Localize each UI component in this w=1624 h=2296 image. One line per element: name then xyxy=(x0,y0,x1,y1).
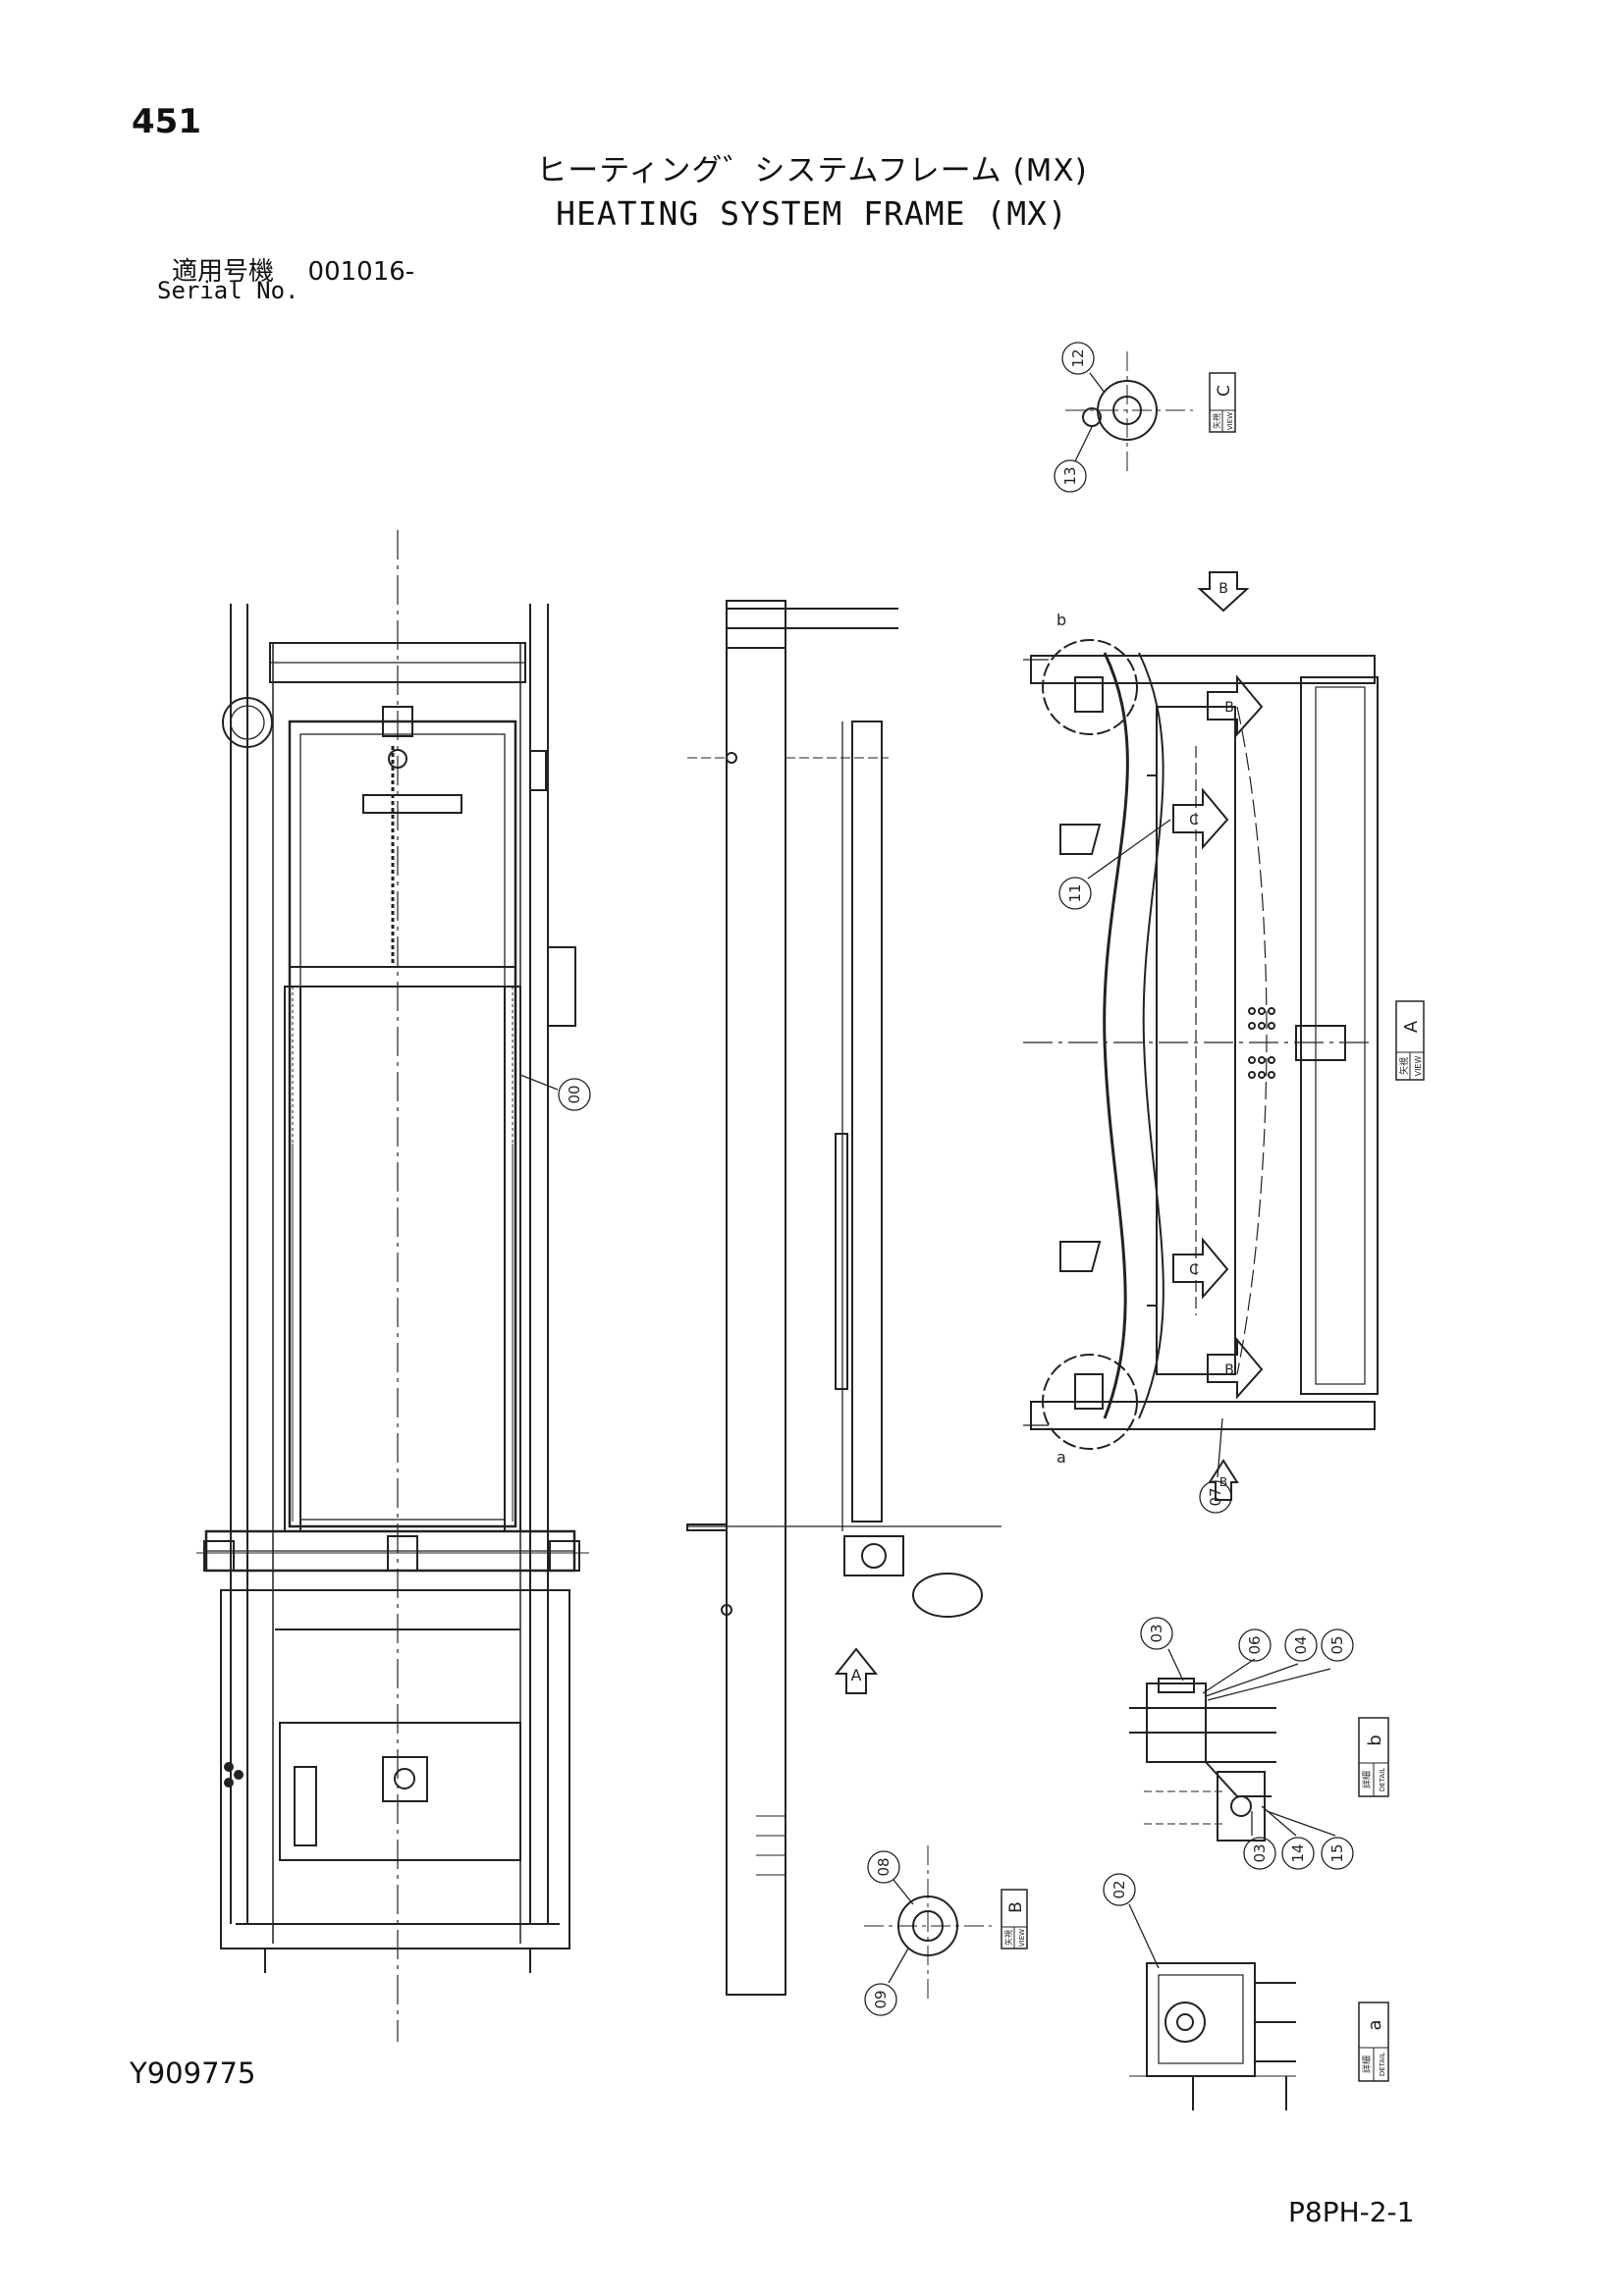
view-c-letter: C xyxy=(1215,385,1234,397)
view-c-detail xyxy=(1065,351,1193,476)
title-japanese: ヒーティング゛システムフレーム (MX) xyxy=(536,153,1088,188)
callout-04-label: 04 xyxy=(1292,1635,1310,1654)
callout-13-label: 13 xyxy=(1061,466,1079,485)
callout-03-bottom: 03 xyxy=(1243,1837,1276,1870)
callout-05: 05 xyxy=(1321,1629,1354,1662)
view-label-c: 矢視 VIEW C xyxy=(1209,372,1236,433)
detail-label-a: 詳細 DETAIL a xyxy=(1358,2002,1389,2082)
view-a-arrows: B B C C B B b a xyxy=(1056,571,1264,1501)
view-c-en: VIEW xyxy=(1226,412,1234,430)
callout-02: 02 xyxy=(1103,1873,1136,1906)
arrow-b-upper-label: B xyxy=(1224,700,1234,716)
view-label-a: 矢視 VIEW A xyxy=(1395,1000,1425,1081)
callout-00-label: 00 xyxy=(566,1085,583,1103)
callout-03-top-label: 03 xyxy=(1148,1624,1165,1642)
page-number: 451 xyxy=(132,102,201,141)
sheet-code: P8PH-2-1 xyxy=(1288,2196,1415,2228)
view-a-jp: 矢視 xyxy=(1398,1057,1410,1075)
callout-11: 11 xyxy=(1058,877,1092,910)
callout-13: 13 xyxy=(1054,459,1087,493)
detail-b-letter: b xyxy=(1365,1735,1385,1745)
view-arrow-a: A xyxy=(834,1647,879,1694)
serial-label-english: Serial No. xyxy=(157,277,299,304)
callout-08: 08 xyxy=(867,1850,900,1884)
callout-02-label: 02 xyxy=(1110,1880,1128,1898)
view-a-front xyxy=(1023,639,1379,1478)
detail-a xyxy=(1128,1903,1296,2110)
callout-08-label: 08 xyxy=(875,1857,893,1876)
frame-side-view xyxy=(686,600,1001,1996)
serial-label-jp-text: 適用号機 xyxy=(172,257,275,287)
arrow-c-lower-label: C xyxy=(1189,1262,1199,1278)
detail-b xyxy=(1129,1648,1336,1842)
callout-04: 04 xyxy=(1284,1629,1318,1662)
view-b-detail xyxy=(864,1845,992,2002)
callout-00: 00 xyxy=(558,1078,591,1111)
callout-09-label: 09 xyxy=(872,1990,890,2008)
view-b-en: VIEW xyxy=(1018,1929,1026,1947)
callout-09: 09 xyxy=(864,1983,897,2016)
arrow-b-lower-label: B xyxy=(1224,1362,1234,1378)
dot-pattern xyxy=(1248,1007,1275,1079)
view-b-jp: 矢視 xyxy=(1003,1930,1013,1946)
callout-07: 07 xyxy=(1199,1480,1232,1514)
drawing-number: Y909775 xyxy=(130,2056,256,2090)
callout-11-label: 11 xyxy=(1066,883,1084,902)
callout-06: 06 xyxy=(1238,1629,1272,1662)
callout-03-top: 03 xyxy=(1140,1617,1173,1650)
callout-07-label: 07 xyxy=(1207,1487,1224,1506)
callout-05-label: 05 xyxy=(1328,1635,1346,1654)
detail-b-arrow-label: b xyxy=(1056,611,1066,629)
callout-14: 14 xyxy=(1281,1837,1315,1870)
view-arrow-a-label: A xyxy=(851,1666,862,1684)
view-a-en: VIEW xyxy=(1414,1056,1423,1077)
callout-14-label: 14 xyxy=(1289,1843,1307,1862)
view-c-jp: 矢視 xyxy=(1212,413,1221,429)
frame-top-view xyxy=(196,530,589,2042)
title-english: HEATING SYSTEM FRAME (MX) xyxy=(556,194,1068,233)
serial-value: 001016- xyxy=(307,257,415,287)
detail-a-arrow-label: a xyxy=(1056,1448,1066,1467)
callout-12: 12 xyxy=(1061,342,1095,375)
detail-a-letter: a xyxy=(1365,2019,1385,2030)
arrow-b-top-label: B xyxy=(1218,581,1228,597)
callout-15: 15 xyxy=(1321,1837,1354,1870)
view-b-letter: B xyxy=(1006,1901,1026,1913)
callout-15-label: 15 xyxy=(1328,1843,1346,1862)
detail-b-en: DETAIL xyxy=(1379,1768,1386,1791)
callout-06-label: 06 xyxy=(1246,1635,1264,1654)
detail-a-jp: 詳細 xyxy=(1361,2056,1373,2073)
arrow-c-upper-label: C xyxy=(1189,813,1199,828)
detail-a-en: DETAIL xyxy=(1379,2053,1386,2076)
callout-balloons: 00 02 03 06 04 05 03 14 15 07 08 09 11 1… xyxy=(558,342,1354,2016)
callout-03-bottom-label: 03 xyxy=(1251,1843,1269,1862)
callout-12-label: 12 xyxy=(1069,348,1087,367)
view-a-letter: A xyxy=(1401,1020,1422,1033)
serial-label-japanese: 適用号機 001016- xyxy=(172,251,414,288)
detail-label-b: 詳細 DETAIL b xyxy=(1358,1717,1389,1797)
view-label-b: 矢視 VIEW B xyxy=(1001,1889,1028,1949)
arrow-b-bottom-label: B xyxy=(1219,1475,1227,1489)
detail-b-jp: 詳細 xyxy=(1361,1771,1373,1789)
